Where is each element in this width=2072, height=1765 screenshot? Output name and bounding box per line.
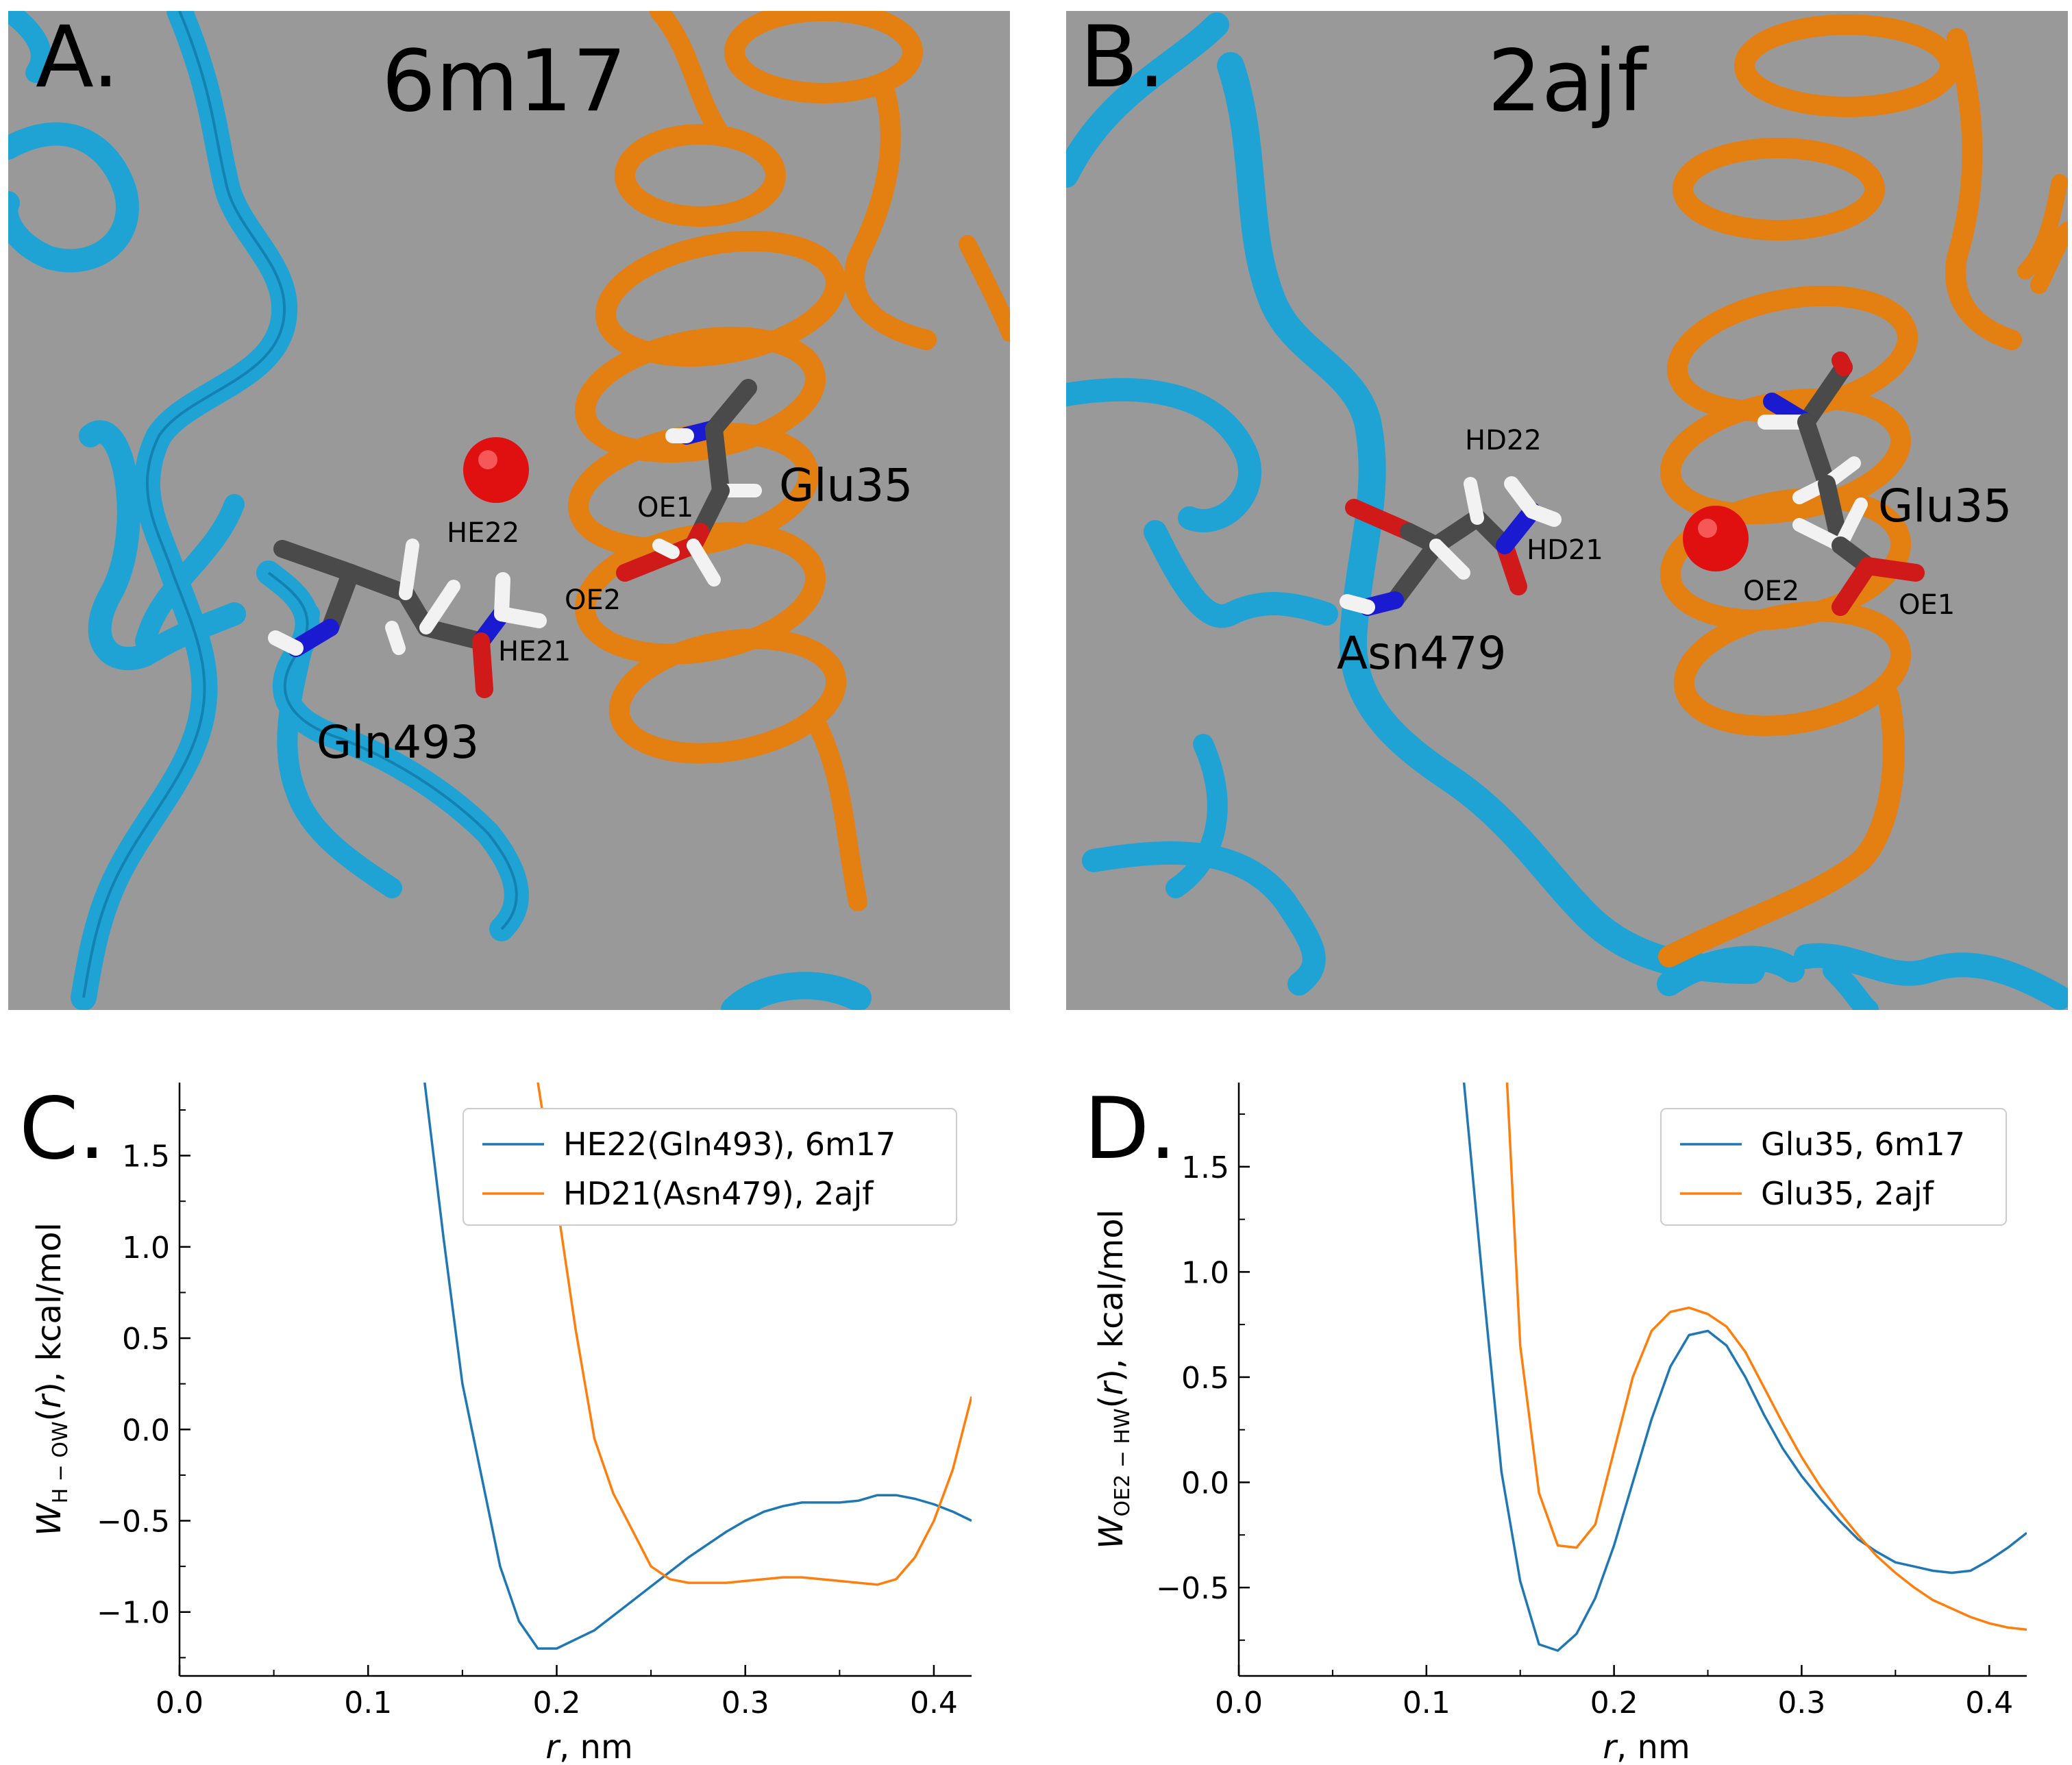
legend-label: HE22(Gln493), 6m17 <box>563 1126 896 1163</box>
atom-label-oe2-b: OE2 <box>1743 576 1799 607</box>
blue-ribbon <box>1066 12 2068 1010</box>
pdb-id-a: 6m17 <box>382 32 626 131</box>
water-oxygen <box>463 437 529 503</box>
panel-letter-d: D. <box>1084 1080 1176 1178</box>
structure-panel-a: A. 6m17 Gln493 Glu35 HE22 HE21 OE1 OE2 <box>8 11 1010 1010</box>
panel-letter-c: C. <box>19 1080 106 1178</box>
blue-ribbon <box>8 11 872 1010</box>
y-axis-title: WOE2 − HW(r), kcal/mol <box>1092 1209 1135 1549</box>
atom-label-hd21: HD21 <box>1527 534 1603 566</box>
asn479-sidechain <box>1340 476 1562 616</box>
y-tick-label: 1.5 <box>122 1139 170 1174</box>
series-line-2 <box>536 1083 972 1586</box>
y-tick-label: 0.0 <box>1181 1466 1229 1501</box>
orange-helix <box>568 11 1010 911</box>
atom-label-he22: HE22 <box>447 517 519 549</box>
x-tick-label: 0.1 <box>344 1686 392 1720</box>
y-tick-label: 1.0 <box>122 1231 170 1266</box>
legend-label: HD21(Asn479), 2ajf <box>563 1175 874 1212</box>
legend-box <box>1660 1108 2007 1226</box>
glu35-sidechain-a <box>616 379 762 587</box>
residue-label-gln493: Gln493 <box>317 716 479 769</box>
y-tick-label: 0.5 <box>1181 1361 1229 1396</box>
y-tick-label: 1.5 <box>1181 1150 1229 1185</box>
series-line-1 <box>423 1083 972 1650</box>
atom-label-oe2-a: OE2 <box>565 584 621 616</box>
legend-label: Glu35, 6m17 <box>1761 1126 1965 1163</box>
structure-panel-b: B. 2ajf Asn479 Glu35 HD22 HD21 OE2 OE1 <box>1066 11 2068 1010</box>
residue-label-glu35-b: Glu35 <box>1878 480 2012 532</box>
y-tick-label: −0.5 <box>1156 1571 1229 1606</box>
atom-label-he21: HE21 <box>498 636 571 667</box>
legend-label: Glu35, 2ajf <box>1761 1175 1935 1212</box>
structure-render-b: B. 2ajf Asn479 Glu35 HD22 HD21 OE2 OE1 <box>1066 11 2068 1010</box>
pdb-id-b: 2ajf <box>1488 32 1649 131</box>
y-axis-title: WH − OW(r), kcal/mol <box>30 1222 73 1536</box>
y-tick-label: 0.5 <box>122 1322 170 1357</box>
y-tick-label: 0.0 <box>122 1413 170 1448</box>
gln493-sidechain <box>268 539 547 698</box>
x-tick-label: 0.4 <box>1965 1686 2013 1720</box>
structure-render-a: A. 6m17 Gln493 Glu35 HE22 HE21 OE1 OE2 <box>8 11 1010 1010</box>
orange-helix <box>1658 14 2068 967</box>
panel-letter-a: A. <box>36 11 119 107</box>
y-tick-label: 1.0 <box>1181 1255 1229 1290</box>
x-axis-title: r, nm <box>1603 1728 1690 1765</box>
y-tick-label: −0.5 <box>97 1505 170 1540</box>
atom-label-oe1-a: OE1 <box>637 492 693 523</box>
series-line-2 <box>1505 1083 2027 1631</box>
x-tick-label: 0.3 <box>722 1686 769 1720</box>
glu35-sidechain-b <box>1758 351 1925 616</box>
x-tick-label: 0.2 <box>1590 1686 1638 1720</box>
x-tick-label: 0.0 <box>156 1686 204 1720</box>
panel-letter-b: B. <box>1080 11 1165 107</box>
x-tick-label: 0.4 <box>910 1686 958 1720</box>
x-tick-label: 0.2 <box>532 1686 580 1720</box>
chart-d: 0.0 0.1 0.2 0.3 0.4 −0.5 0.0 0.5 1.0 1.5 Glu35, 6m… <box>1084 1080 2027 1765</box>
atom-label-hd22: HD22 <box>1465 425 1542 456</box>
x-tick-label: 0.0 <box>1215 1686 1263 1720</box>
x-axis-title: r, nm <box>545 1728 632 1765</box>
atom-label-oe1-b: OE1 <box>1899 589 1955 621</box>
chart-c: 0.0 0.1 0.2 0.3 0.4 −1.0 −0.5 0.0 0.5 1.0 1.5 HE22(… <box>19 1080 972 1765</box>
legend-box <box>463 1108 957 1226</box>
x-tick-label: 0.1 <box>1403 1686 1451 1720</box>
residue-label-glu35-a: Glu35 <box>779 459 913 512</box>
series-line-1 <box>1462 1083 2027 1652</box>
residue-label-asn479: Asn479 <box>1337 627 1506 680</box>
water-oxygen <box>1683 506 1749 571</box>
pmf-charts: 0.0 0.1 0.2 0.3 0.4 −1.0 −0.5 0.0 0.5 1.0 1.5 HE22(… <box>19 1080 2027 1765</box>
y-tick-label: −1.0 <box>97 1596 170 1631</box>
x-tick-label: 0.3 <box>1777 1686 1825 1720</box>
